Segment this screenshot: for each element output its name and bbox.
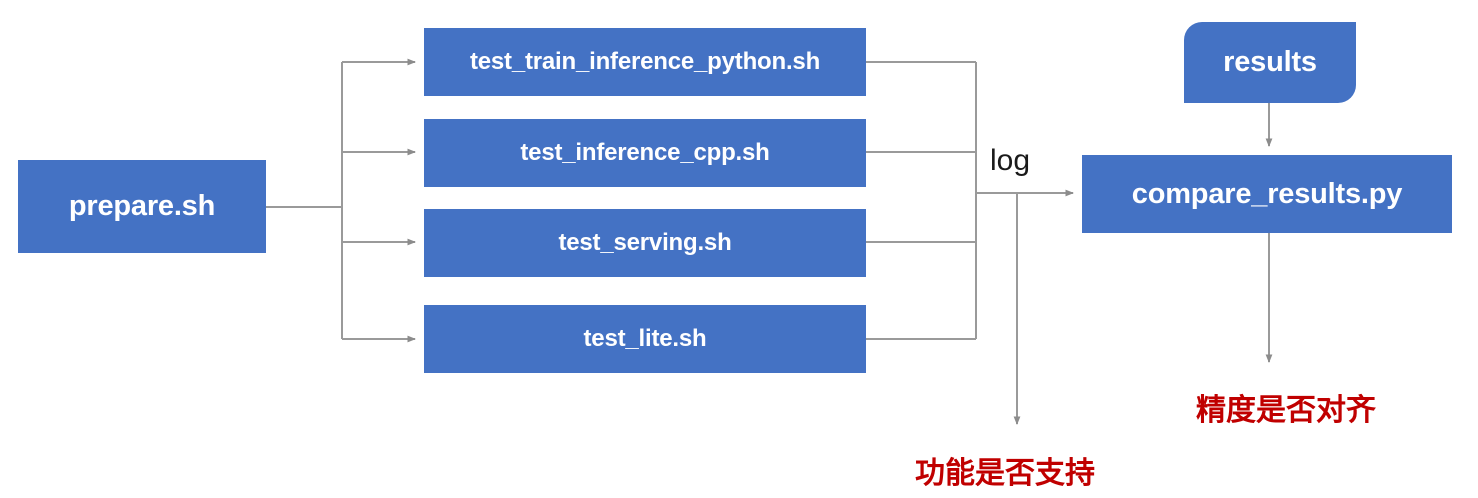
annotation-precision-aligned: 精度是否对齐 [1196,394,1376,427]
node-prepare-sh[interactable]: prepare.sh [18,160,266,253]
node-test-lite[interactable]: test_lite.sh [424,305,866,373]
annotation-function-support: 功能是否支持 [915,457,1095,490]
node-test-serving[interactable]: test_serving.sh [424,209,866,277]
node-test-train-inference-python[interactable]: test_train_inference_python.sh [424,28,866,96]
node-test-inference-cpp[interactable]: test_inference_cpp.sh [424,119,866,187]
edge-label-log: log [990,144,1031,177]
node-results[interactable]: results [1184,22,1356,103]
node-compare-results-py[interactable]: compare_results.py [1082,155,1452,233]
